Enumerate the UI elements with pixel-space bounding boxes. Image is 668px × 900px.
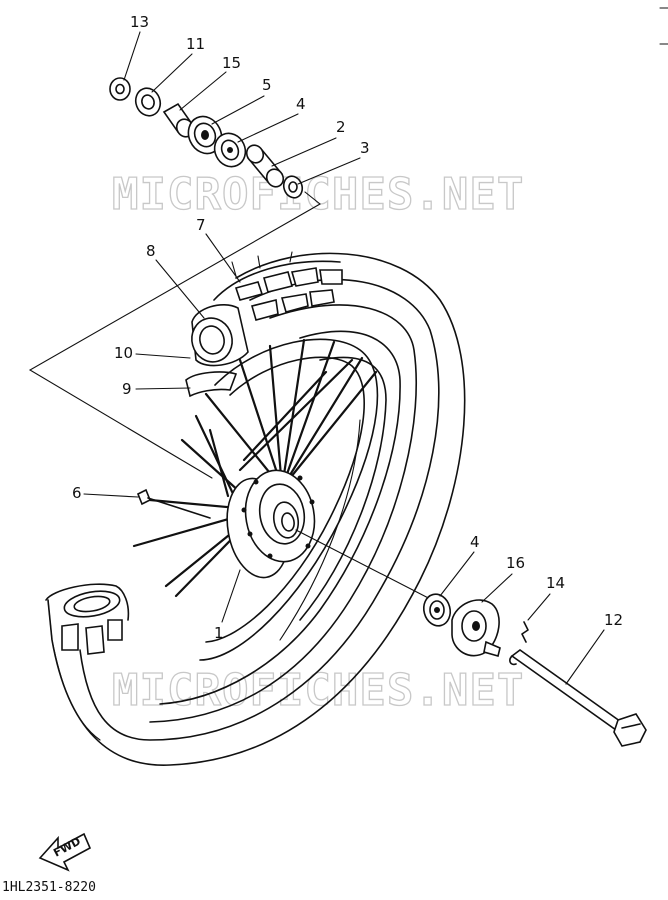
part-6-valve [136, 488, 211, 519]
part-8-tube-section [191, 304, 249, 367]
callout-7: 7 [196, 216, 241, 283]
tire-outer [47, 252, 466, 766]
axle-center-line [295, 529, 441, 605]
callout-13: 13 [123, 13, 149, 81]
svg-text:15: 15 [222, 54, 241, 72]
callout-6: 6 [72, 484, 139, 502]
svg-text:12: 12 [604, 611, 623, 629]
svg-text:16: 16 [506, 554, 525, 572]
callout-10: 10 [114, 344, 191, 362]
svg-text:4: 4 [470, 533, 480, 551]
part-16-gear-unit [451, 599, 501, 657]
svg-text:5: 5 [262, 76, 272, 94]
part-4-bearing-lower [422, 593, 452, 627]
svg-text:10: 10 [114, 344, 133, 362]
svg-text:8: 8 [146, 242, 156, 260]
svg-text:11: 11 [186, 35, 205, 53]
part-14-cotter-pin [521, 621, 529, 643]
part-9-rim-band [185, 371, 238, 398]
callout-5: 5 [211, 76, 272, 125]
svg-text:14: 14 [546, 574, 565, 592]
callout-8: 8 [146, 242, 205, 319]
callout-14: 14 [527, 574, 565, 621]
callout-9: 9 [122, 380, 191, 398]
stack-bracket-line [28, 191, 321, 479]
svg-text:1: 1 [214, 624, 224, 642]
svg-text:13: 13 [130, 13, 149, 31]
edge-marks [659, 7, 668, 45]
part-12-axle [509, 649, 647, 747]
forward-arrow-icon: FWD [38, 832, 92, 872]
callout-4-upper: 4 [237, 95, 306, 143]
watermark-top: MICROFICHES.NET [112, 169, 524, 220]
tire-tread-top [213, 251, 343, 321]
svg-text:2: 2 [336, 118, 346, 136]
part-3-seal [282, 175, 304, 199]
svg-text:7: 7 [196, 216, 206, 234]
part-2-spacer [245, 144, 285, 188]
part-13-nut [109, 77, 131, 101]
part-5-bearing [187, 115, 223, 155]
watermark-bottom: MICROFICHES.NET [112, 665, 524, 716]
part-11-oil-seal [134, 87, 162, 117]
callout-15: 15 [179, 54, 241, 111]
callout-11: 11 [151, 35, 205, 93]
callout-1: 1 [214, 569, 241, 642]
svg-text:6: 6 [72, 484, 82, 502]
wheel-rim [199, 338, 379, 661]
svg-text:3: 3 [360, 139, 370, 157]
callout-12: 12 [565, 611, 623, 685]
callout-16: 16 [481, 554, 525, 603]
svg-text:9: 9 [122, 380, 132, 398]
diagram-code: 1HL2351-8220 [2, 880, 96, 895]
svg-text:4: 4 [296, 95, 306, 113]
part-1-hub [226, 469, 316, 579]
callout-4-lower: 4 [439, 533, 480, 597]
callout-2: 2 [271, 118, 346, 167]
callout-3: 3 [297, 139, 370, 185]
tire-tread-bottom [45, 583, 130, 741]
